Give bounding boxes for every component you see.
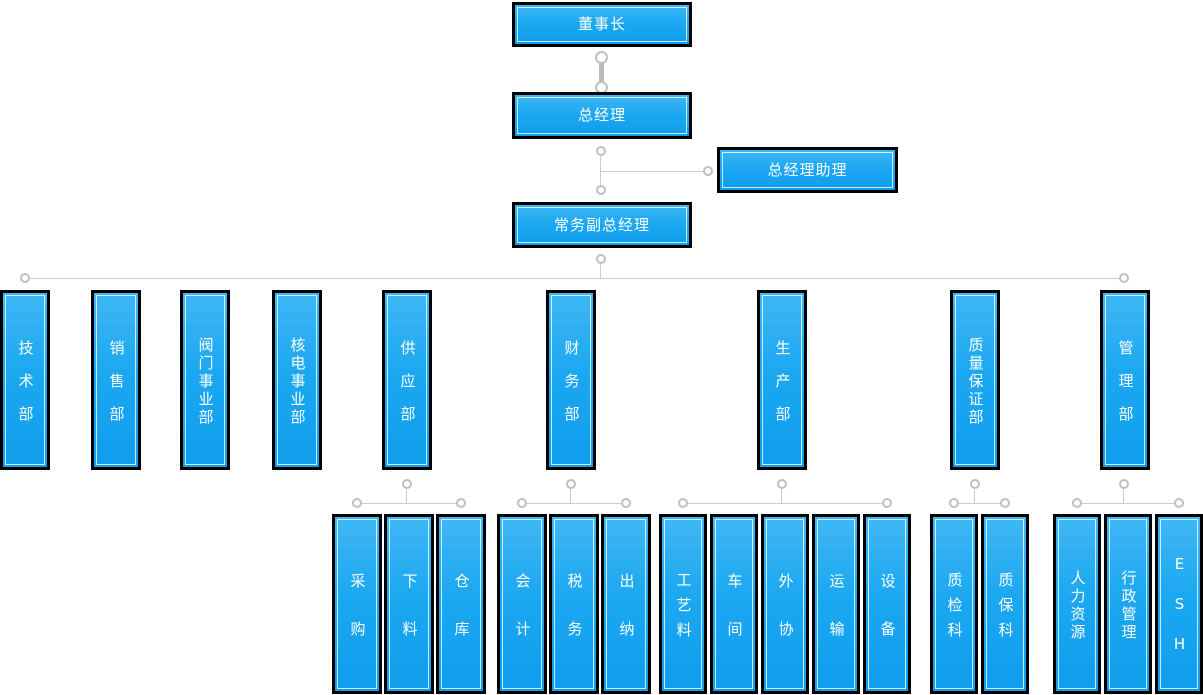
connector-line bbox=[600, 264, 601, 278]
connector-dot bbox=[1119, 273, 1129, 283]
node-general-manager: 总经理 bbox=[512, 92, 692, 139]
sub-material-cutting: 下料 bbox=[384, 514, 434, 694]
dept-finance: 财务部 bbox=[546, 290, 596, 470]
connector-line bbox=[25, 278, 1124, 279]
node-label: 董事长 bbox=[577, 15, 626, 33]
sub-outsourcing: 外协 bbox=[761, 514, 809, 694]
connector-line bbox=[600, 151, 601, 190]
sub-human-resources: 人力资源 bbox=[1053, 514, 1101, 694]
connector-line bbox=[599, 57, 604, 87]
sub-accounting: 会计 bbox=[497, 514, 547, 694]
connector-dot bbox=[1119, 479, 1129, 489]
node-label: 税务 bbox=[565, 572, 584, 669]
node-label: 下料 bbox=[400, 572, 419, 669]
node-gm-assistant: 总经理助理 bbox=[717, 147, 898, 193]
dept-technology: 技术部 bbox=[0, 290, 50, 470]
connector-line bbox=[1123, 489, 1124, 503]
node-label: 管理部 bbox=[1116, 339, 1135, 439]
sub-process-material: 工艺料 bbox=[659, 514, 707, 694]
node-label: 外协 bbox=[776, 572, 795, 669]
connector-dot bbox=[20, 273, 30, 283]
dept-sales: 销售部 bbox=[91, 290, 141, 470]
node-label: 质量保证部 bbox=[966, 336, 985, 427]
node-label: 销售部 bbox=[107, 339, 126, 439]
sub-quality-assurance-section: 质保科 bbox=[981, 514, 1029, 694]
sub-quality-inspection-section: 质检科 bbox=[930, 514, 978, 694]
node-label: 总经理助理 bbox=[767, 160, 848, 179]
node-label: 工艺料 bbox=[674, 571, 693, 647]
connector-dot bbox=[402, 479, 412, 489]
dept-management: 管理部 bbox=[1100, 290, 1150, 470]
connector-dot bbox=[352, 498, 362, 508]
node-label: 车间 bbox=[725, 572, 744, 669]
connector-dot bbox=[456, 498, 466, 508]
connector-dot bbox=[1072, 498, 1082, 508]
connector-dot bbox=[621, 498, 631, 508]
connector-dot bbox=[595, 51, 608, 64]
connector-line bbox=[406, 489, 407, 503]
connector-dot bbox=[949, 498, 959, 508]
connector-line bbox=[1077, 503, 1179, 504]
connector-line bbox=[974, 489, 975, 503]
node-label: 常务副总经理 bbox=[553, 215, 650, 234]
connector-line bbox=[601, 171, 703, 172]
connector-dot bbox=[1174, 498, 1184, 508]
connector-dot bbox=[970, 479, 980, 489]
connector-dot bbox=[596, 254, 606, 264]
sub-workshop: 车间 bbox=[710, 514, 758, 694]
node-label: 采购 bbox=[348, 572, 367, 669]
connector-dot bbox=[596, 146, 606, 156]
connector-dot bbox=[777, 479, 787, 489]
dept-production: 生产部 bbox=[757, 290, 807, 470]
sub-warehouse: 仓库 bbox=[436, 514, 486, 694]
node-label: 财务部 bbox=[562, 339, 581, 439]
connector-dot bbox=[882, 498, 892, 508]
dept-nuclear-division: 核电事业部 bbox=[272, 290, 322, 470]
connector-dot bbox=[596, 185, 606, 195]
node-label: 质保科 bbox=[996, 571, 1015, 647]
node-chairman: 董事长 bbox=[512, 2, 692, 47]
node-label: 质检科 bbox=[945, 571, 964, 647]
sub-tax: 税务 bbox=[549, 514, 599, 694]
dept-quality-assurance: 质量保证部 bbox=[950, 290, 1000, 470]
sub-esh: ESH bbox=[1155, 514, 1203, 694]
sub-equipment: 设备 bbox=[863, 514, 911, 694]
node-label: 阀门事业部 bbox=[196, 336, 215, 427]
connector-dot bbox=[703, 166, 713, 176]
node-label: 人力资源 bbox=[1068, 569, 1087, 642]
connector-dot bbox=[678, 498, 688, 508]
node-label: 生产部 bbox=[773, 339, 792, 439]
connector-dot bbox=[1000, 498, 1010, 508]
connector-line bbox=[683, 503, 887, 504]
connector-line bbox=[570, 489, 571, 503]
dept-valve-division: 阀门事业部 bbox=[180, 290, 230, 470]
connector-dot bbox=[566, 479, 576, 489]
connector-line bbox=[781, 489, 782, 503]
connector-line bbox=[357, 503, 461, 504]
sub-admin-management: 行政管理 bbox=[1104, 514, 1152, 694]
dept-supply: 供应部 bbox=[382, 290, 432, 470]
node-label: 设备 bbox=[878, 572, 897, 669]
node-label: 会计 bbox=[513, 572, 532, 669]
node-label: 运输 bbox=[827, 572, 846, 669]
connector-dot bbox=[517, 498, 527, 508]
node-label: 仓库 bbox=[452, 572, 471, 669]
connector-line bbox=[522, 503, 626, 504]
node-label: 出纳 bbox=[617, 572, 636, 669]
connector-line bbox=[954, 503, 1005, 504]
sub-purchasing: 采购 bbox=[332, 514, 382, 694]
node-label: ESH bbox=[1170, 555, 1189, 675]
node-label: 技术部 bbox=[16, 339, 35, 439]
sub-transport: 运输 bbox=[812, 514, 860, 694]
node-label: 总经理 bbox=[577, 106, 626, 124]
node-label: 供应部 bbox=[398, 339, 417, 439]
node-label: 行政管理 bbox=[1119, 569, 1138, 642]
node-label: 核电事业部 bbox=[288, 336, 307, 427]
sub-cashier: 出纳 bbox=[601, 514, 651, 694]
node-deputy-gm: 常务副总经理 bbox=[512, 202, 692, 248]
